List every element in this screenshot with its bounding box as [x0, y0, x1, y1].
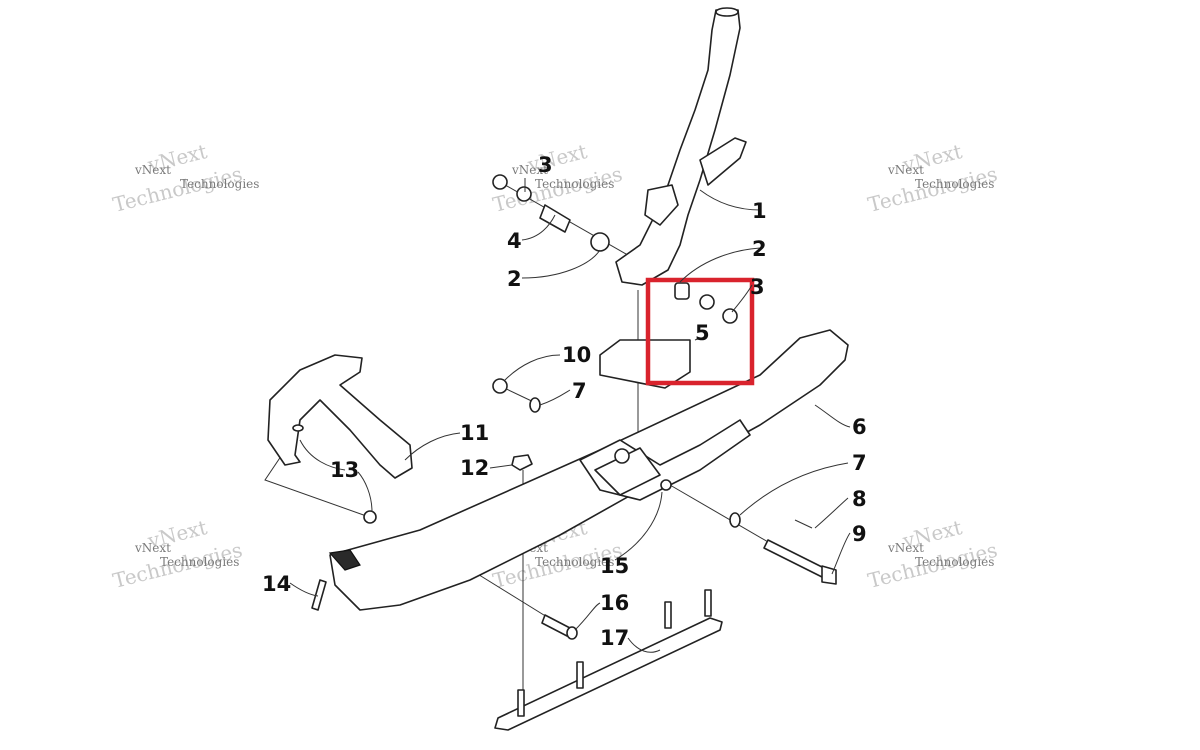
watermark-top-left: vNext Technologies vNext Technologies	[110, 139, 259, 217]
callout-6: 6	[852, 415, 867, 439]
leader-7-right	[739, 462, 849, 516]
spindle-top	[715, 7, 739, 17]
wear-bar-stud-1	[517, 689, 525, 717]
callout-10: 10	[562, 343, 591, 367]
hardware	[311, 174, 837, 640]
bushing-2-left	[590, 232, 610, 252]
watermark-small-1: vNext	[134, 163, 171, 177]
watermark-small-6: Technologies	[915, 177, 994, 191]
nut-12	[511, 454, 533, 471]
callout-16: 16	[600, 591, 629, 615]
spindle-shaft	[615, 9, 741, 286]
leader-13b	[357, 471, 373, 513]
bolt-9-head	[821, 565, 837, 585]
callout-14: 14	[262, 572, 291, 596]
nut-3-upper	[492, 174, 508, 190]
nut-13	[363, 510, 377, 524]
callouts: 1 2 2 3 3 4 5 6 7 7 8 9 10 11 12 13 14 1…	[262, 153, 867, 650]
wear-bar-stud-2	[576, 661, 584, 689]
spindle-boss	[644, 184, 679, 226]
ski-handle	[267, 354, 413, 479]
watermark-small-8: Technologies	[160, 555, 239, 569]
callout-1: 1	[752, 199, 767, 223]
bolt-9-shank	[763, 539, 829, 579]
watermark-small-5: vNext	[887, 163, 924, 177]
leader-14	[289, 582, 319, 597]
leader-3-right	[731, 284, 753, 313]
leader-11	[404, 432, 461, 461]
callout-13: 13	[330, 458, 359, 482]
spindle	[615, 7, 747, 286]
leader-8	[814, 497, 849, 529]
leader-4	[521, 214, 556, 241]
watermark-small-10: Technologies	[535, 555, 614, 569]
nut-10	[492, 378, 508, 394]
leader-1	[699, 189, 761, 211]
sleeve-4	[539, 204, 571, 233]
leader-15	[614, 491, 663, 561]
leader-6	[814, 404, 851, 428]
bolt-16-shank	[541, 614, 571, 637]
callout-2-right: 2	[752, 237, 767, 261]
handle-rivet	[292, 424, 304, 432]
callout-3-right: 3	[750, 275, 765, 299]
watermark-small-11: vNext	[887, 541, 924, 555]
callout-4: 4	[507, 229, 522, 253]
leader-7-left	[539, 389, 571, 406]
leader-16	[574, 602, 601, 631]
leader-9	[831, 532, 851, 575]
washer-3-right	[699, 294, 715, 310]
callout-17: 17	[600, 626, 629, 650]
leader-2-left	[521, 249, 601, 279]
watermark-top-center: vNext Technologies vNext Technologies	[490, 139, 624, 217]
ski	[329, 329, 849, 611]
washer-7-left	[529, 397, 541, 413]
bushing-2-right	[674, 282, 690, 300]
handle-body	[267, 354, 413, 479]
watermark-bottom-right: vNext Technologies vNext Technologies	[865, 515, 999, 593]
ski-tip-bumper	[328, 549, 361, 571]
watermark-small-2: Technologies	[180, 177, 259, 191]
damper-5	[599, 339, 691, 389]
leader-10	[504, 354, 561, 381]
screw-14	[311, 579, 327, 611]
callout-3-upper: 3	[538, 153, 553, 177]
callout-5: 5	[695, 321, 710, 345]
leader-12	[489, 464, 513, 469]
watermark-bottom-left: vNext Technologies vNext Technologies	[110, 515, 244, 593]
wear-bar-body	[494, 617, 723, 731]
watermark-small-7: vNext	[134, 541, 171, 555]
leader-2-right	[679, 247, 761, 283]
callout-15: 15	[600, 554, 629, 578]
watermark-small-4: Technologies	[535, 177, 614, 191]
leader-13	[299, 439, 346, 471]
cotter-pin-8	[794, 519, 813, 529]
watermark-small-3: vNext	[511, 163, 548, 177]
leader-5	[694, 337, 701, 341]
highlight-box	[645, 277, 755, 386]
nut-3-right	[722, 308, 738, 324]
watermark-small-12: Technologies	[915, 555, 994, 569]
wear-bar	[494, 589, 723, 731]
ski-bolt-hole	[660, 479, 672, 491]
ski-bushing	[614, 448, 630, 464]
callout-9: 9	[852, 522, 867, 546]
leader-17	[627, 637, 661, 653]
washer-3-upper	[516, 186, 532, 202]
callout-7-left: 7	[572, 379, 587, 403]
wear-bar-stud-3	[664, 601, 672, 629]
spindle-arm	[699, 137, 747, 186]
callout-8: 8	[852, 487, 867, 511]
bolt-16-head	[566, 626, 578, 640]
watermark-top-right: vNext Technologies vNext Technologies	[865, 139, 999, 217]
callout-7-right: 7	[852, 451, 867, 475]
washer-7-right	[729, 512, 741, 528]
wear-bar-stud-4	[704, 589, 712, 617]
leader-lines	[289, 178, 851, 653]
callout-2-left: 2	[507, 267, 522, 291]
callout-12: 12	[460, 456, 489, 480]
callout-11: 11	[460, 421, 489, 445]
